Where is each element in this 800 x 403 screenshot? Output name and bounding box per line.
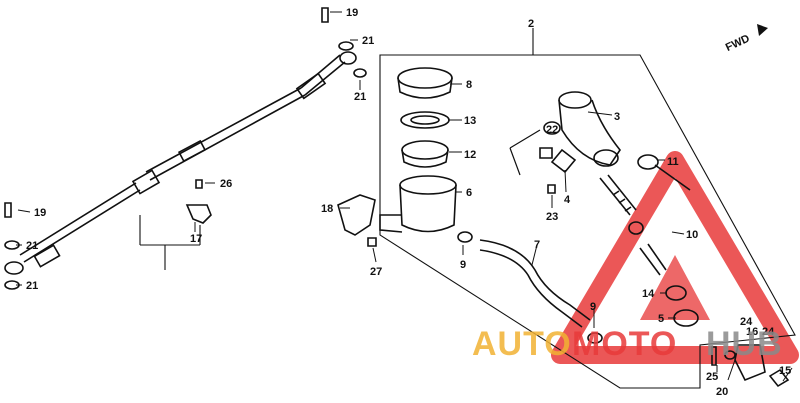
callout-24b: 24 xyxy=(762,326,775,338)
fwd-label: FWD xyxy=(724,33,752,54)
callout-7: 7 xyxy=(534,239,540,251)
watermark-inner-triangle xyxy=(640,255,710,320)
watermark-logo xyxy=(551,151,799,364)
push-rod-boot xyxy=(637,154,659,170)
callout-labels: 2 3 4 5 6 7 8 9 9 10 11 12 13 14 15 16 1… xyxy=(26,7,791,398)
callout-21b: 21 xyxy=(354,91,366,103)
callout-15: 15 xyxy=(779,365,791,377)
callout-25: 25 xyxy=(706,371,718,383)
callout-9a: 9 xyxy=(460,259,466,271)
master-cylinder-group-box xyxy=(379,54,796,389)
watermark-triangle xyxy=(551,151,799,364)
callout-11: 11 xyxy=(667,156,679,168)
holder-16 xyxy=(734,344,766,382)
callout-27: 27 xyxy=(370,266,382,278)
watermark-moto: MOTO xyxy=(572,325,677,363)
callout-13: 13 xyxy=(464,115,476,127)
hose-joint-22 xyxy=(539,147,553,159)
callout-22: 22 xyxy=(546,124,558,136)
watermark-auto: AUTO xyxy=(472,325,572,363)
group-outline xyxy=(139,28,796,389)
o-ring-4 xyxy=(550,148,577,174)
callout-19b: 19 xyxy=(34,207,46,219)
diaphragm xyxy=(401,140,449,160)
master-cylinder xyxy=(509,91,621,194)
callout-5: 5 xyxy=(658,313,664,325)
reservoir-hose xyxy=(479,239,591,321)
callout-14: 14 xyxy=(642,288,655,300)
lower-fasteners xyxy=(711,344,790,388)
pin-25 xyxy=(711,346,717,366)
callout-12: 12 xyxy=(464,149,476,161)
callout-3: 3 xyxy=(614,111,620,123)
leader-lines xyxy=(16,11,793,382)
reservoir-body xyxy=(399,175,457,195)
callout-19a: 19 xyxy=(346,7,358,19)
callout-26: 26 xyxy=(220,178,232,190)
callout-24a: 24 xyxy=(740,316,753,328)
callout-10: 10 xyxy=(686,229,698,241)
callout-16: 16 xyxy=(746,326,758,338)
callout-20: 20 xyxy=(716,386,728,398)
bolt-15 xyxy=(768,368,790,388)
callout-21c: 21 xyxy=(26,240,38,252)
callout-8: 8 xyxy=(466,79,472,91)
forward-arrow-icon: FWD xyxy=(724,24,768,54)
callout-6: 6 xyxy=(466,187,472,199)
callout-9b: 9 xyxy=(590,301,596,313)
reservoir-cap xyxy=(397,67,453,89)
reservoir-assembly xyxy=(337,67,603,344)
callout-21a: 21 xyxy=(362,35,374,47)
callout-4: 4 xyxy=(564,194,571,206)
callout-18: 18 xyxy=(321,203,333,215)
callout-21d: 21 xyxy=(26,280,38,292)
diaphragm-plate xyxy=(400,111,450,129)
watermark-hub: HUB xyxy=(706,325,783,363)
callout-17: 17 xyxy=(190,233,202,245)
watermark-text: AUTO MOTO HUB xyxy=(472,325,783,363)
brake-hose xyxy=(4,7,367,290)
reservoir-bracket xyxy=(337,194,376,236)
callout-23: 23 xyxy=(546,211,558,223)
callout-2: 2 xyxy=(528,18,534,30)
